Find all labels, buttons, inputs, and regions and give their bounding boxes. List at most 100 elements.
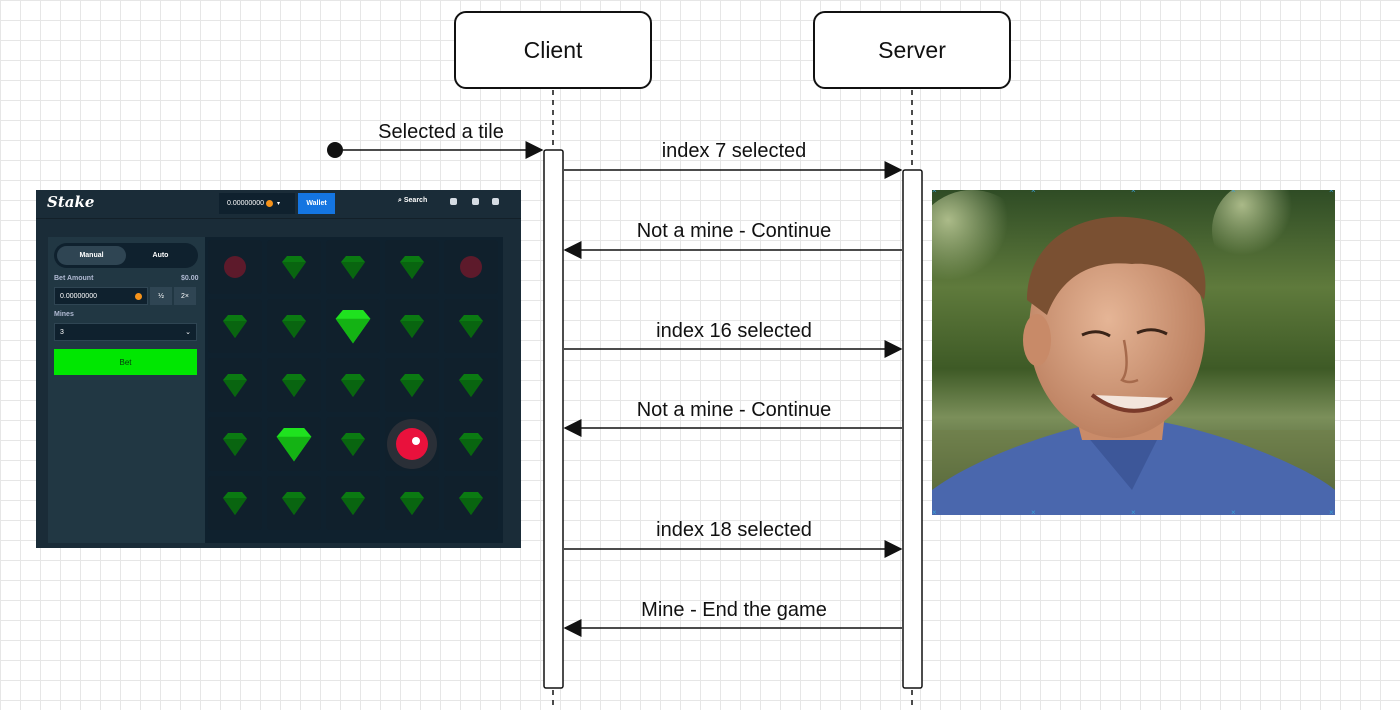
message-label: Selected a tile — [378, 121, 504, 143]
resize-handle[interactable]: × — [1329, 190, 1334, 195]
search-label: Search — [403, 197, 428, 204]
half-bet-button[interactable]: ½ — [150, 287, 172, 305]
mines-tile[interactable] — [444, 358, 498, 412]
mines-tile[interactable] — [326, 476, 380, 530]
mines-tile[interactable] — [267, 240, 321, 294]
mines-tile[interactable] — [444, 240, 498, 294]
double-bet-button[interactable]: 2× — [174, 287, 196, 305]
message-label: Not a mine - Continue — [636, 220, 832, 242]
chevron-down-icon: ⌄ — [185, 329, 191, 336]
gem-icon — [341, 433, 365, 456]
tab-auto[interactable]: Auto — [152, 252, 169, 259]
stake-logo: Stake — [47, 193, 95, 211]
mines-tile[interactable] — [208, 358, 262, 412]
mines-tile[interactable] — [385, 240, 439, 294]
gem-icon — [459, 374, 483, 397]
mines-tile[interactable] — [208, 240, 262, 294]
mines-tile[interactable] — [326, 240, 380, 294]
gem-icon — [400, 256, 424, 279]
gem-icon — [400, 374, 424, 397]
message-label: Not a mine - Continue — [636, 399, 832, 421]
mines-label: Mines — [54, 311, 74, 318]
resize-handle[interactable]: × — [1031, 190, 1036, 195]
bell-icon[interactable] — [472, 198, 479, 205]
resize-handle[interactable]: × — [932, 508, 937, 516]
gem-icon — [282, 256, 306, 279]
search-icon: ⌕ — [398, 197, 402, 204]
gem-icon — [459, 433, 483, 456]
chat-icon[interactable] — [492, 198, 499, 205]
bet-button[interactable]: Bet — [54, 349, 197, 375]
gem-icon — [341, 256, 365, 279]
person-illustration — [932, 190, 1335, 515]
gem-icon — [223, 315, 247, 338]
gem-icon — [400, 492, 424, 515]
resize-handle[interactable]: × — [1131, 508, 1136, 516]
bet-amount-usd: $0.00 — [181, 275, 199, 282]
stake-topbar: Stake 0.00000000 ▾ Wallet ⌕ Search — [36, 190, 521, 219]
gem-icon — [223, 492, 247, 515]
person-photo: × × × × × × × × × × — [932, 190, 1335, 515]
start-dot — [327, 142, 343, 158]
mines-tile[interactable] — [444, 417, 498, 471]
mines-tile[interactable] — [326, 299, 380, 353]
bet-amount-value: 0.00000000 — [60, 292, 97, 300]
mines-tile[interactable] — [444, 476, 498, 530]
resize-handle[interactable]: × — [1031, 508, 1036, 516]
bet-amount-label: Bet Amount — [54, 275, 94, 282]
server-actor-label: Server — [878, 36, 946, 63]
btc-coin-icon — [135, 292, 142, 300]
mines-tile[interactable] — [444, 299, 498, 353]
mine-explosion-icon — [387, 419, 437, 469]
gem-icon — [459, 315, 483, 338]
balance-value: 0.00000000 — [227, 200, 264, 207]
gem-icon — [341, 492, 365, 515]
message-label: index 18 selected — [656, 519, 812, 541]
resize-handle[interactable]: × — [1231, 190, 1236, 195]
mines-tile[interactable] — [385, 476, 439, 530]
mines-tile[interactable] — [267, 476, 321, 530]
mines-tile[interactable] — [267, 358, 321, 412]
gem-icon — [223, 433, 247, 456]
tab-manual[interactable]: Manual — [57, 246, 126, 265]
server-activation — [902, 169, 923, 689]
bet-amount-input[interactable]: 0.00000000 — [54, 287, 148, 305]
user-icon[interactable] — [450, 198, 457, 205]
gem-icon — [282, 374, 306, 397]
server-actor-box: Server — [813, 11, 1011, 89]
resize-handle[interactable]: × — [1329, 508, 1334, 516]
mode-tabs: Manual Auto — [54, 243, 198, 268]
message-label: index 7 selected — [661, 140, 807, 162]
mines-tile[interactable] — [385, 358, 439, 412]
mines-tile[interactable] — [326, 358, 380, 412]
wallet-button[interactable]: Wallet — [298, 193, 335, 214]
balance-display[interactable]: 0.00000000 ▾ — [219, 193, 295, 214]
mines-tile[interactable] — [267, 417, 321, 471]
resize-handle[interactable]: × — [1231, 508, 1236, 516]
mines-value: 3 — [60, 328, 64, 336]
client-activation — [543, 149, 564, 689]
mines-tile[interactable] — [385, 417, 439, 471]
mines-tile[interactable] — [208, 299, 262, 353]
mines-board — [205, 237, 503, 543]
search-button[interactable]: ⌕ Search — [398, 197, 427, 205]
gem-icon — [459, 492, 483, 515]
gem-icon — [282, 315, 306, 338]
mine-icon — [224, 256, 246, 278]
mines-tile[interactable] — [385, 299, 439, 353]
mines-select[interactable]: 3 ⌄ — [54, 323, 197, 341]
resize-handle[interactable]: × — [1131, 190, 1136, 195]
mines-tile[interactable] — [208, 417, 262, 471]
resize-handle[interactable]: × — [932, 190, 937, 195]
gem-icon — [400, 315, 424, 338]
mines-tile[interactable] — [208, 476, 262, 530]
stake-mines-screenshot: Stake 0.00000000 ▾ Wallet ⌕ Search Manua… — [36, 190, 521, 548]
message-label: Mine - End the game — [641, 599, 827, 621]
mine-icon — [460, 256, 482, 278]
client-actor-box: Client — [454, 11, 652, 89]
mines-tile[interactable] — [326, 417, 380, 471]
chevron-down-icon: ▾ — [276, 201, 280, 207]
mines-tile[interactable] — [267, 299, 321, 353]
client-actor-label: Client — [523, 36, 583, 63]
